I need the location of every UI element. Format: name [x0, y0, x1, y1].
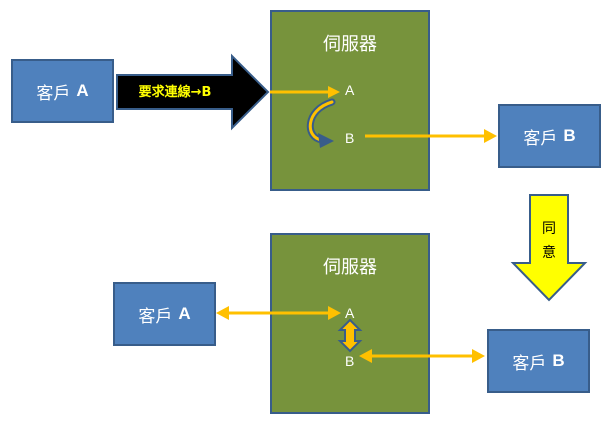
top-arrow-to-client-b	[365, 129, 497, 143]
server-bottom-port-b: B	[345, 353, 355, 369]
client-a-top-label: 客戶	[36, 83, 71, 104]
client-b-bottom-letter: B	[552, 351, 565, 370]
request-arrow	[116, 53, 270, 131]
server-top-title: 伺服器	[323, 34, 377, 55]
top-arrow-to-port-a	[270, 86, 340, 98]
client-a-bottom: 客戶 A	[113, 282, 216, 346]
client-b-top: 客戶 B	[498, 104, 601, 168]
server-bottom-port-a: A	[345, 305, 355, 321]
server-top-port-b: B	[345, 130, 355, 146]
bottom-vertical-double-arrow	[337, 318, 363, 353]
server-top: 伺服器 A B	[270, 10, 430, 191]
server-top-port-a: A	[345, 82, 355, 98]
client-a-bottom-label: 客戶	[138, 306, 173, 327]
bottom-double-arrow-b	[359, 349, 485, 363]
agree-arrow-char-1: 同	[542, 221, 556, 237]
client-b-bottom: 客戶 B	[487, 329, 590, 393]
top-curved-arrow	[306, 98, 336, 148]
client-a-top: 客戶 A	[11, 59, 114, 123]
client-b-top-letter: B	[563, 126, 576, 145]
agree-arrow	[510, 194, 588, 302]
request-arrow-label: 要求連線→B	[138, 85, 212, 100]
client-b-bottom-label: 客戶	[512, 353, 547, 374]
bottom-double-arrow-a	[216, 306, 341, 320]
client-a-top-letter: A	[76, 81, 89, 100]
server-bottom-title: 伺服器	[323, 257, 377, 278]
server-bottom: 伺服器 A B	[270, 233, 430, 414]
client-a-bottom-letter: A	[178, 304, 191, 323]
agree-arrow-char-2: 意	[542, 245, 556, 261]
client-b-top-label: 客戶	[523, 128, 558, 149]
